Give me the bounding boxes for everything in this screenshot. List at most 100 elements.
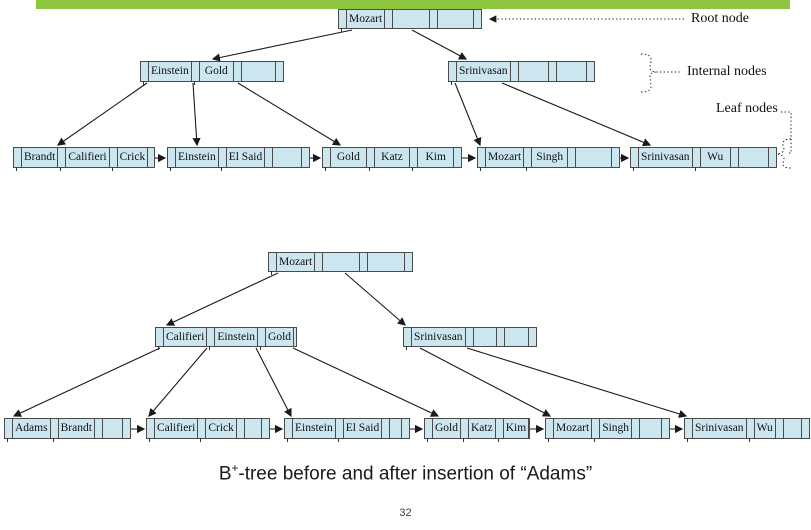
internal-node: Einstein Gold [140, 61, 284, 85]
key-cell: Kim [417, 148, 453, 167]
key-cell [389, 419, 401, 438]
pointer-cell [586, 62, 594, 81]
internal-node: Srinivasan [403, 327, 537, 350]
pointer-cell [404, 253, 412, 271]
key-cell [436, 10, 473, 28]
key-cell: Adams [12, 419, 50, 438]
key-cell: Katz [373, 148, 410, 167]
page-number: 32 [399, 507, 412, 519]
pointer-cell [269, 253, 276, 275]
key-cell: Einstein [292, 419, 335, 438]
key-cell [517, 62, 548, 81]
pointer-cell [5, 419, 12, 442]
pointer-cell [685, 419, 692, 442]
key-cell [240, 62, 275, 81]
pointer-cell [494, 419, 503, 442]
key-cell [243, 419, 261, 438]
pointer-cell [257, 328, 265, 350]
pointer-cell [428, 10, 437, 28]
key-cell [272, 148, 301, 167]
pointer-cell [768, 148, 776, 167]
leaf-nodes-label: Leaf nodes [716, 101, 778, 116]
pointer-cell [93, 419, 102, 438]
pointer-cell [147, 419, 154, 442]
key-cell: Einstein [148, 62, 191, 81]
key-cell: Mozart [553, 419, 591, 438]
key-cell: Gold [198, 62, 233, 81]
pointer-cell [496, 328, 504, 346]
leaf-node: Mozart Singh [477, 147, 620, 171]
caption-superscript: + [231, 462, 239, 475]
pointer-cell [591, 419, 599, 442]
key-cell: Mozart [276, 253, 314, 271]
key-cell [367, 253, 404, 271]
key-cell: Brandt [21, 148, 57, 167]
key-cell: Kim [502, 419, 528, 438]
internal-node: Srinivasan [448, 61, 595, 85]
key-cell [639, 419, 661, 438]
pointer-cell [365, 148, 374, 171]
pointer-cell [460, 419, 468, 442]
pointer-cell [49, 419, 58, 442]
key-cell [782, 419, 801, 438]
pointer-cell [661, 419, 669, 438]
pointer-cell [449, 62, 456, 85]
key-cell: Mozart [346, 10, 384, 28]
key-cell: Srinivasan [692, 419, 746, 438]
pointer-cell [611, 148, 619, 167]
internal-nodes-label: Internal nodes [687, 64, 767, 79]
pointer-cell [425, 419, 432, 442]
pointer-cell [264, 148, 272, 167]
pointer-cell [401, 419, 409, 438]
key-cell: Gold [330, 148, 366, 167]
pointer-cell [168, 148, 175, 171]
pointer-cell [261, 419, 269, 438]
key-cell [101, 419, 122, 438]
key-cell: Wu [699, 148, 730, 167]
pointer-cell [745, 419, 754, 442]
key-cell [575, 148, 611, 167]
key-cell: Mozart [485, 148, 523, 167]
pointer-cell [691, 148, 700, 171]
pointer-cell [473, 10, 481, 28]
pointer-cell [339, 10, 346, 32]
pointer-cell [301, 148, 309, 167]
pointer-cell [156, 328, 163, 350]
key-cell [472, 328, 497, 346]
pointer-cell [453, 148, 461, 167]
caption-base: B [218, 463, 232, 485]
root-node: Mozart [338, 9, 482, 32]
key-cell: Singh [531, 148, 567, 167]
pointer-cell [509, 62, 518, 81]
key-cell [555, 62, 586, 81]
pointer-cell [314, 253, 322, 271]
key-cell: Gold [265, 328, 293, 346]
key-cell: Califieri [154, 419, 197, 438]
key-cell: Srinivasan [411, 328, 465, 346]
pointer-cell [285, 419, 292, 442]
pointer-cell [631, 419, 639, 438]
pointer-cell [384, 10, 392, 28]
slide-accent-bar [36, 0, 790, 9]
root-node: Mozart [268, 252, 413, 275]
pointer-cell [122, 419, 130, 438]
pointer-cell [528, 419, 536, 438]
key-cell: Einstein [214, 328, 257, 346]
pointer-cell [774, 419, 783, 438]
root-node-label: Root node [691, 11, 749, 26]
key-cell: Crick [116, 148, 148, 167]
pointer-cell [334, 419, 343, 442]
pointer-cell [141, 62, 148, 85]
key-cell: El Said [342, 419, 382, 438]
key-cell: Gold [432, 419, 460, 438]
pointer-cell [232, 62, 241, 81]
pointer-cell [547, 62, 556, 81]
